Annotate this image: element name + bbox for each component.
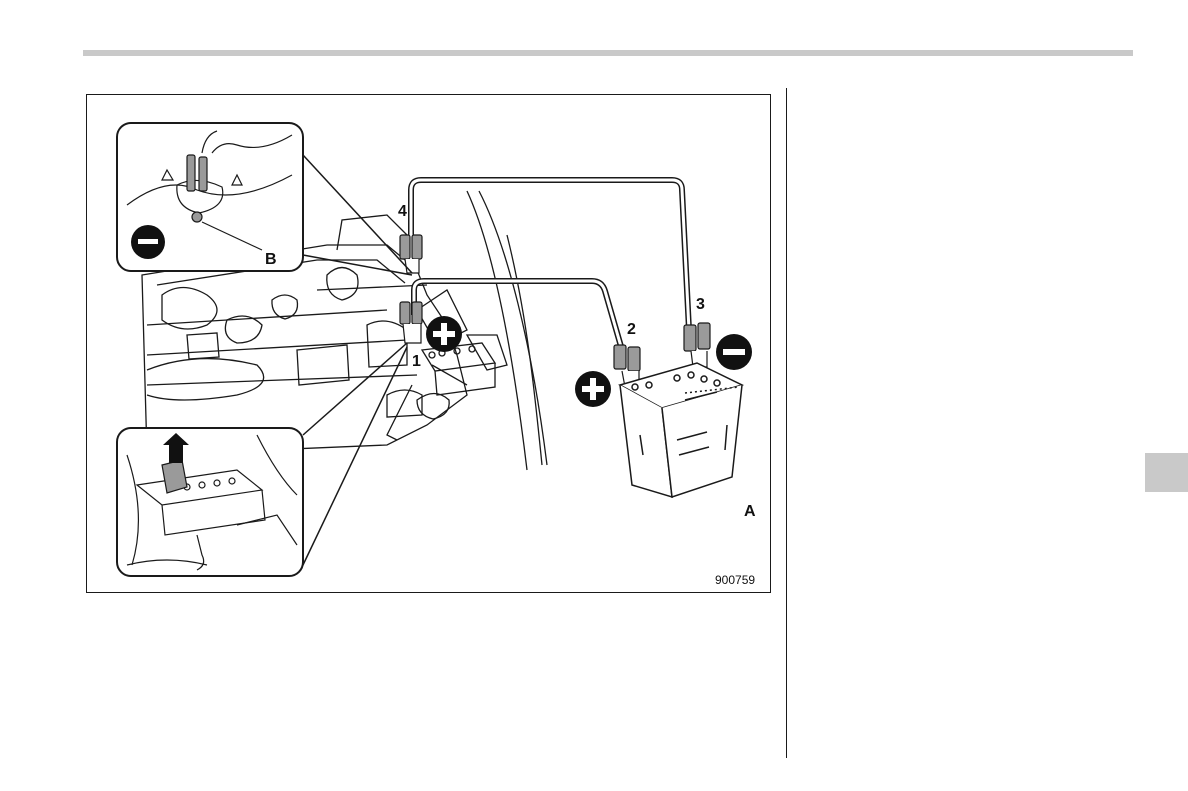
column-divider bbox=[786, 88, 787, 758]
jump-start-diagram: B bbox=[87, 95, 772, 594]
inset-ground-point: B bbox=[117, 123, 303, 271]
label-a: A bbox=[744, 503, 756, 520]
label-4: 4 bbox=[398, 203, 407, 220]
plus-symbol-booster bbox=[575, 371, 611, 407]
minus-symbol-booster bbox=[716, 334, 752, 370]
inset-positive-terminal bbox=[117, 428, 303, 576]
label-3: 3 bbox=[696, 296, 705, 313]
label-1: 1 bbox=[412, 353, 421, 370]
header-rule bbox=[83, 50, 1133, 56]
inset-b-callout bbox=[303, 155, 412, 275]
chapter-tab[interactable] bbox=[1145, 453, 1188, 492]
cable-clamps bbox=[400, 235, 710, 387]
jump-start-figure: B bbox=[86, 94, 771, 593]
booster-battery bbox=[620, 363, 742, 497]
plus-symbol-vehicle bbox=[426, 316, 462, 352]
label-b: B bbox=[265, 251, 277, 268]
label-2: 2 bbox=[627, 321, 636, 338]
figure-number: 900759 bbox=[715, 573, 755, 587]
